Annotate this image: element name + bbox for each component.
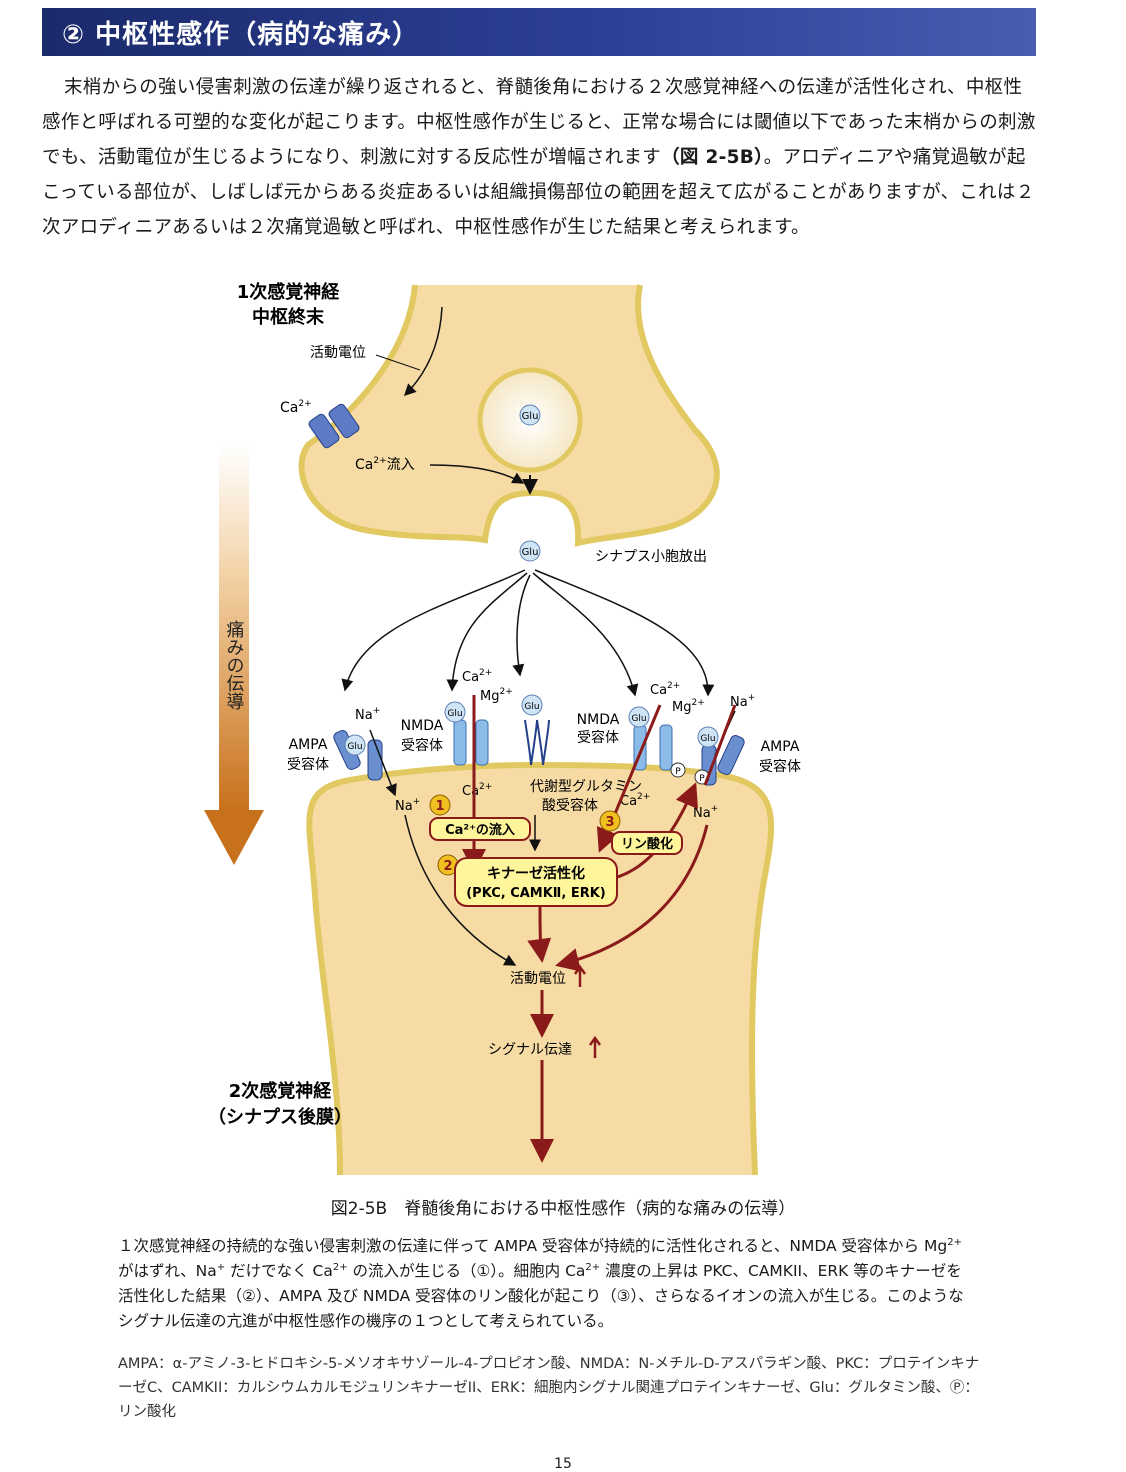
nmda-receptor-left-icon	[444, 701, 489, 766]
presynaptic-label-2: 中枢終末	[252, 306, 325, 328]
postsynaptic-neuron	[306, 761, 775, 1175]
figure-caption: 図2-5B 脊髄後角における中枢性感作（病的な痛みの伝導）	[330, 1199, 796, 1219]
nmda-left-label-1: NMDA	[401, 718, 444, 734]
postsynaptic-label-2: （シナプス後膜）	[208, 1106, 352, 1128]
glu-label-nmda-left: Glu	[447, 709, 462, 719]
step-2-label-2: (PKC, CAMKⅡ, ERK)	[466, 886, 606, 901]
ca-label-outside: Ca2+	[280, 399, 312, 416]
pain-transmission-label: 痛みの伝導	[224, 620, 245, 710]
intro-paragraph: 末梢からの強い侵害刺激の伝達が繰り返されると、脊髄後角における２次感覚神経への伝…	[42, 70, 1036, 245]
glu-label-nmda-right: Glu	[631, 714, 646, 724]
presynaptic-ca-channel-icon	[308, 403, 360, 449]
section-header-bar	[42, 8, 1036, 56]
signal-transmission-label: シグナル伝達	[488, 1042, 572, 1058]
step-2-badge: 2	[443, 859, 452, 874]
action-potential-label: 活動電位	[310, 345, 366, 361]
na-label-right-in: Na+	[693, 804, 718, 821]
ca-label-nmda-left-out: Ca2+	[462, 668, 492, 685]
mg-label-right: Mg2+	[672, 698, 705, 715]
ampa-right-label-1: AMPA	[761, 739, 800, 755]
ca-label-nmda-right-in: Ca2+	[620, 792, 650, 809]
mg-label-left: Mg2+	[480, 687, 513, 704]
glu-label-ampa-right: Glu	[700, 734, 715, 744]
metabotropic-receptor-icon	[521, 694, 550, 766]
step-3-label: リン酸化	[621, 836, 673, 852]
page-number: 15	[554, 1456, 572, 1472]
figure-reference: （図 2-5B）	[661, 147, 764, 168]
synapse-diagram: 痛みの伝導 Glu Glu 1次感覚神経 中枢終末 活動電位 Ca2+ Ca2+…	[204, 281, 801, 1175]
intro-text-b: 。アロディニアや痛覚過敏が起こっている部位が、しばしば元からある炎症あるいは組織…	[42, 147, 1035, 238]
ampa-right-label-2: 受容体	[759, 758, 801, 775]
phospho-marker-2: P	[699, 774, 705, 784]
ca-influx-label: Ca2+流入	[355, 456, 415, 473]
mglur-label-1: 代謝型グルタミン	[530, 779, 642, 795]
mglur-label-2: 酸受容体	[542, 797, 598, 814]
glu-label-ampa-left: Glu	[347, 742, 362, 752]
phospho-marker-1: P	[675, 767, 681, 777]
post-action-potential-label: 活動電位	[510, 971, 566, 987]
ampa-left-label-1: AMPA	[289, 737, 328, 753]
step-1-badge: 1	[435, 799, 444, 814]
step-2-label-1: キナーゼ活性化	[487, 865, 585, 882]
figure-description: １次感覚神経の持続的な強い侵害刺激の伝達に伴って AMPA 受容体が持続的に活性…	[118, 1236, 964, 1330]
ca-label-nmda-right-out: Ca2+	[650, 681, 680, 698]
abbreviation-list: AMPA：α-アミノ-3-ヒドロキシ-5-メソオキサゾール-4-プロピオン酸、N…	[118, 1356, 980, 1420]
na-label-left-in: Na+	[395, 797, 420, 814]
glu-release-arrows	[341, 569, 715, 697]
ampa-receptor-right-icon	[697, 726, 745, 786]
nmda-left-label-2: 受容体	[401, 737, 443, 754]
nmda-right-label-1: NMDA	[577, 712, 620, 728]
intro-text-a: 末梢からの強い侵害刺激の伝達が繰り返されると、脊髄後角における２次感覚神経への伝…	[42, 77, 1036, 168]
step-1-label: Ca²⁺の流入	[445, 822, 515, 838]
nmda-right-label-2: 受容体	[577, 729, 619, 746]
glu-label-vesicle: Glu	[522, 411, 539, 422]
glu-label-mglur: Glu	[524, 702, 539, 712]
nmda-receptor-right-icon	[628, 706, 673, 771]
ampa-receptor-left-icon	[333, 730, 383, 781]
section-title: ② 中枢性感作（病的な痛み）	[62, 20, 420, 50]
presynaptic-label-1: 1次感覚神経	[237, 281, 341, 303]
na-label-left-out: Na+	[355, 706, 380, 723]
ampa-left-label-2: 受容体	[287, 756, 329, 773]
glu-label-release: Glu	[522, 547, 539, 558]
step-3-badge: 3	[605, 815, 614, 830]
postsynaptic-label-1: 2次感覚神経	[229, 1080, 333, 1102]
pain-transmission-arrow	[204, 445, 264, 865]
vesicle-release-label: シナプス小胞放出	[595, 549, 707, 565]
